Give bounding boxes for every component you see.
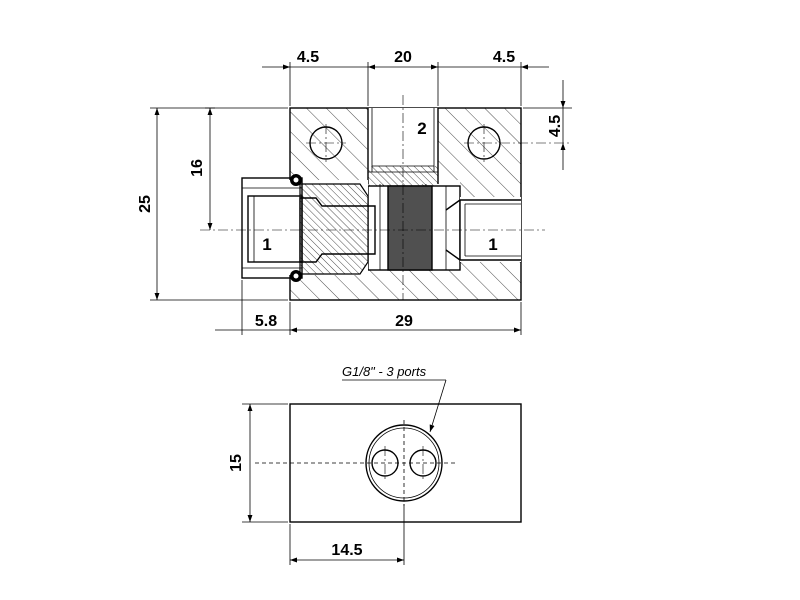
port-label-right: 1 <box>488 235 497 254</box>
dim-left-margin: 4.5 <box>297 49 319 66</box>
dim-total-height: 25 <box>137 195 154 213</box>
dim-plan-height: 15 <box>228 454 245 472</box>
dim-port-height: 16 <box>189 159 206 177</box>
port-label-left: 1 <box>262 235 271 254</box>
plan-dimensions: 15 14.5 <box>228 403 405 565</box>
dim-right-margin: 4.5 <box>493 49 515 66</box>
section-view: 1 2 1 <box>200 95 572 301</box>
port-label-top: 2 <box>417 119 426 138</box>
dim-center-width: 20 <box>394 49 412 66</box>
piston-chamber <box>367 185 461 271</box>
right-port-bore <box>445 197 521 262</box>
dim-port-offset: 14.5 <box>331 542 362 559</box>
thread-note: G1/8" - 3 ports <box>342 364 427 379</box>
shuttle-piston <box>387 185 433 271</box>
dim-body-length: 29 <box>395 313 413 330</box>
section-dimensions: 4.5 20 4.5 4.5 25 16 5.8 29 <box>137 49 572 335</box>
plan-view: G1/8" - 3 ports <box>255 364 522 523</box>
dim-top-depth: 4.5 <box>547 115 564 137</box>
left-fitting <box>241 174 376 282</box>
dim-fitting-protrusion: 5.8 <box>255 313 277 330</box>
